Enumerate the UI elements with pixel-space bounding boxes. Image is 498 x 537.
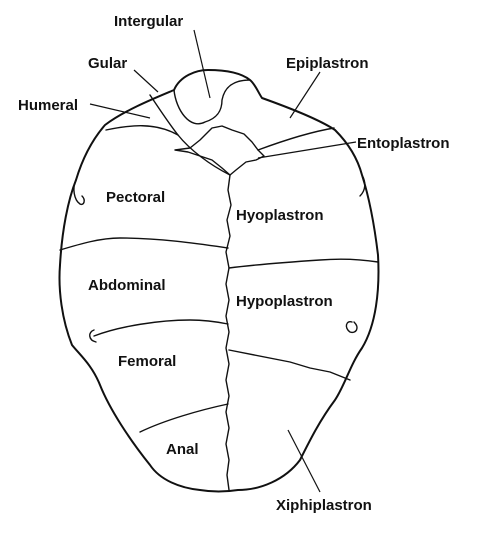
label-entoplastron: Entoplastron — [357, 135, 450, 152]
epiplastron-leader — [289, 71, 321, 119]
midline-seam — [225, 174, 232, 491]
label-hypoplastron: Hypoplastron — [236, 293, 333, 310]
xiphiplastron-leader — [287, 429, 321, 493]
label-humeral: Humeral — [18, 97, 78, 114]
entoplastron-leader — [257, 141, 357, 159]
intergular-scute — [173, 79, 251, 125]
gular-seam — [149, 94, 231, 176]
label-abdominal: Abdominal — [88, 277, 166, 294]
right-notch-upper — [359, 174, 366, 197]
label-xiphiplastron: Xiphiplastron — [276, 497, 372, 514]
femoral-anal-seam — [139, 403, 229, 433]
humeral-seam — [105, 125, 179, 136]
label-pectoral: Pectoral — [106, 189, 165, 206]
hypo-xiphi-seam — [228, 349, 351, 381]
left-notch — [73, 179, 85, 206]
epiplastron-seam — [257, 127, 335, 151]
pectoral-abdominal-seam — [59, 237, 229, 251]
humeral-leader — [89, 103, 151, 119]
abdominal-femoral-seam — [93, 319, 229, 337]
intergular-leader — [193, 29, 211, 99]
plastron-outline — [58, 69, 380, 493]
label-hyoplastron: Hyoplastron — [236, 207, 324, 224]
right-notch-lower — [345, 320, 358, 334]
label-anal: Anal — [166, 441, 199, 458]
label-gular: Gular — [88, 55, 127, 72]
label-intergular: Intergular — [114, 13, 183, 30]
gular-leader — [133, 69, 159, 93]
left-notch-lower — [89, 329, 97, 343]
label-epiplastron: Epiplastron — [286, 55, 369, 72]
hyo-hypo-seam — [228, 258, 379, 269]
label-femoral: Femoral — [118, 353, 176, 370]
entoplastron-bone — [174, 125, 265, 176]
